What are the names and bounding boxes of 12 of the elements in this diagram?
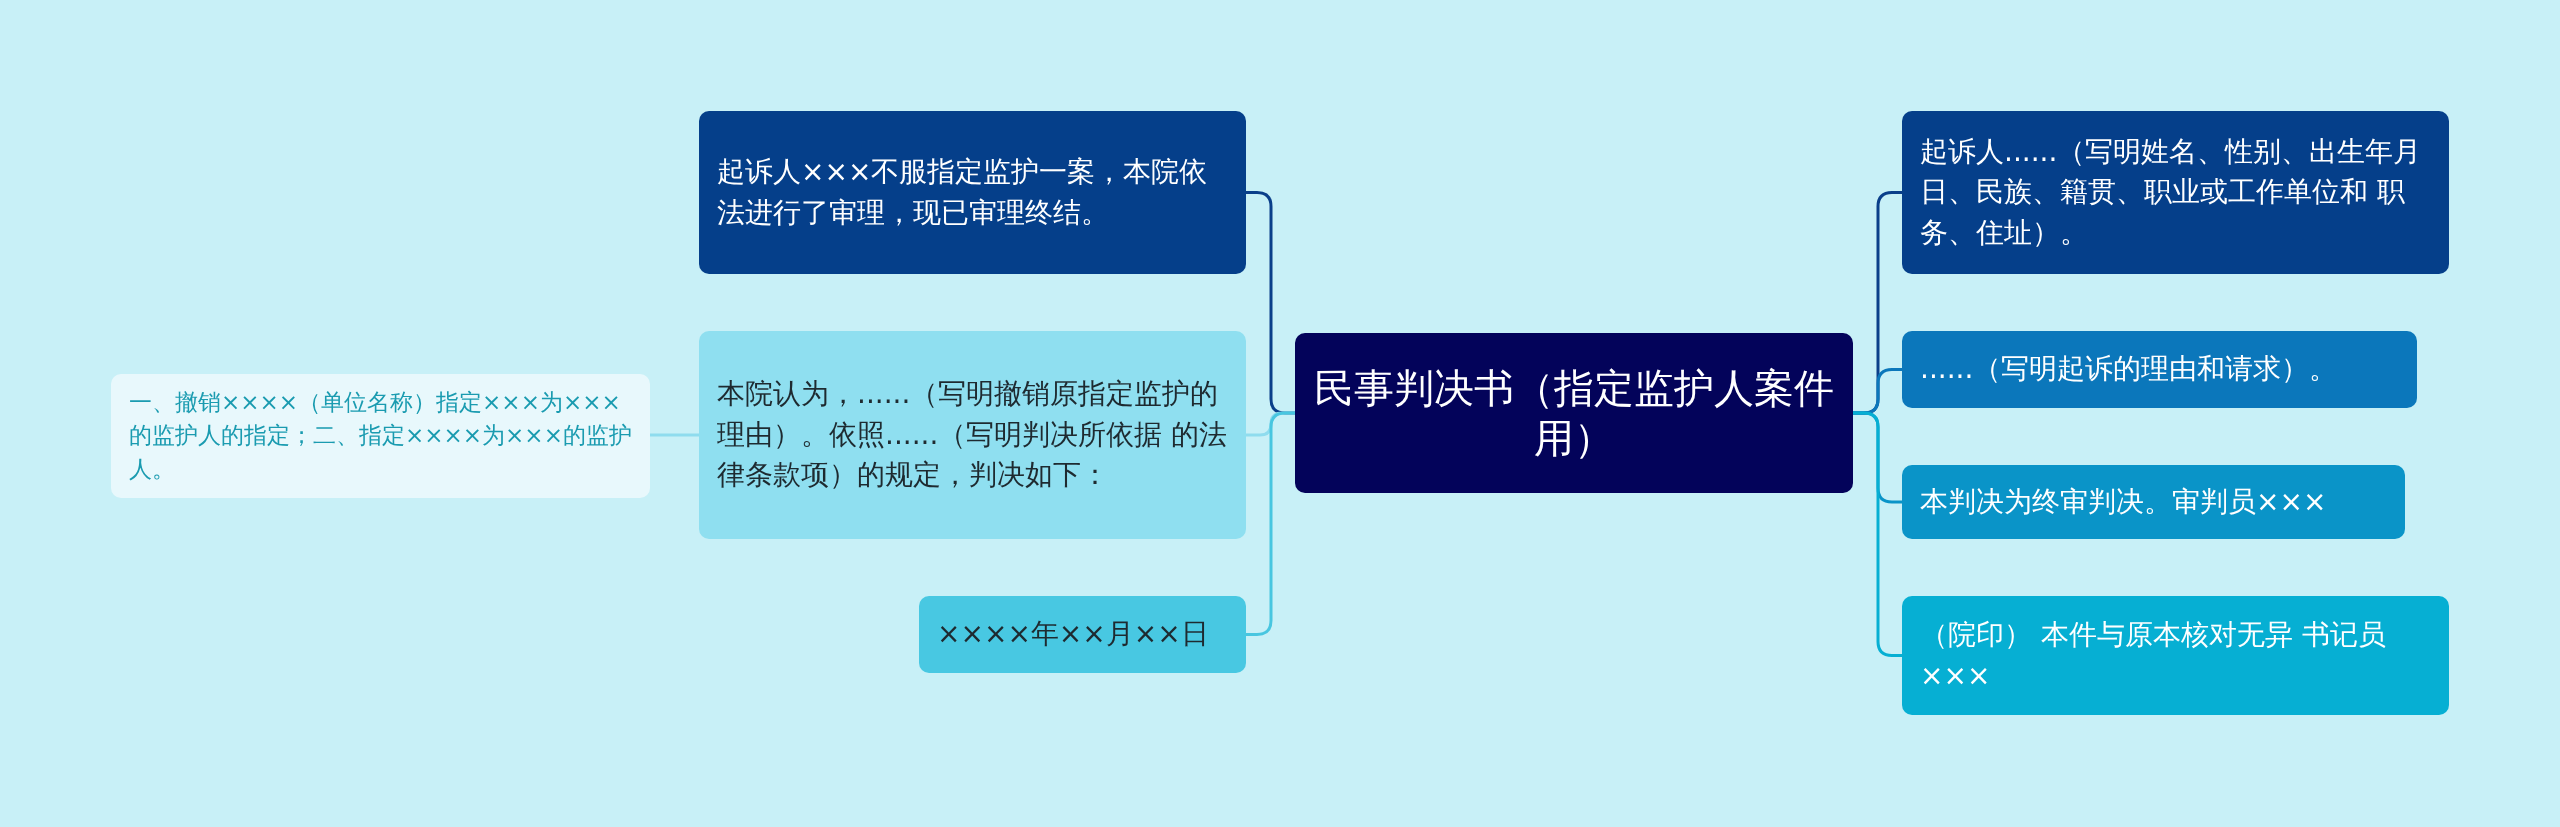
connector-line <box>650 433 699 437</box>
topic-box: 一、撤销××××（单位名称）指定×××为×××的监护人的指定；二、指定××××为×××的监护人。 <box>111 374 650 498</box>
topic-box: ××××年××月××日 <box>919 596 1246 673</box>
topic-box: ......（写明起诉的理由和请求）。 <box>1902 331 2417 408</box>
connector-line <box>1853 411 1902 657</box>
topic-box: 起诉人......（写明姓名、性别、出生年月日、民族、籍贯、职业或工作单位和 职务、住址）。 <box>1902 111 2449 274</box>
topic-box: 本判决为终审判决。审判员××× <box>1902 465 2405 539</box>
central-topic-box: 民事判决书（指定监护人案件用） <box>1295 333 1853 493</box>
topic-box: 起诉人×××不服指定监护一案，本院依法进行了审理，现已审理终结。 <box>699 111 1246 274</box>
connector-line <box>1246 411 1295 636</box>
topic-box: （院印） 本件与原本核对无异 书记员××× <box>1902 596 2449 715</box>
topic-box: 本院认为，......（写明撤销原指定监护的理由）。依照......（写明判决所依据 的法律条款项）的规定，判决如下： <box>699 331 1246 539</box>
